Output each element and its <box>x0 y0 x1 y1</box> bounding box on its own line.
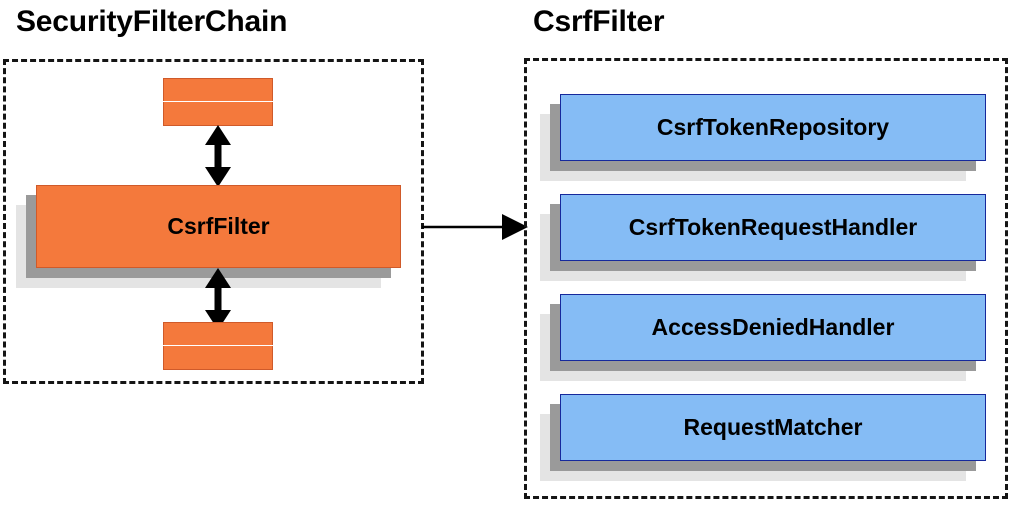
collaborator-request-matcher[interactable]: RequestMatcher <box>540 394 986 481</box>
collaborator-label-csrf-token-request-handler: CsrfTokenRequestHandler <box>628 214 918 240</box>
csrf-filter-box[interactable]: CsrfFilter <box>16 185 401 288</box>
upper-chain-link-double-arrow <box>205 125 231 187</box>
collaborator-csrf-token-request-handler[interactable]: CsrfTokenRequestHandler <box>540 194 986 281</box>
csrf-filter-box-face: CsrfFilter <box>36 185 401 268</box>
csrf-filter-box-label: CsrfFilter <box>167 213 270 239</box>
collaborator-label-request-matcher: RequestMatcher <box>683 414 863 440</box>
collaborator-access-denied-handler[interactable]: AccessDeniedHandler <box>540 294 986 381</box>
panel-title-csrf-filter: CsrfFilter <box>533 5 665 38</box>
collaborator-label-csrf-token-repository: CsrfTokenRepository <box>656 114 890 140</box>
upper-filter-bar-2 <box>163 102 273 126</box>
lower-chain-link-double-arrow <box>205 268 231 330</box>
panel-csrf-filter <box>524 58 1008 499</box>
collaborator-face: AccessDeniedHandler <box>560 294 986 361</box>
collaborator-label-access-denied-handler: AccessDeniedHandler <box>651 314 895 340</box>
panel-title-security-filter-chain: SecurityFilterChain <box>16 5 288 38</box>
collaborator-csrf-token-repository[interactable]: CsrfTokenRepository <box>540 94 986 181</box>
lower-filter-bar-1 <box>163 322 273 345</box>
upper-filter-bar-1 <box>163 78 273 101</box>
lower-filter-bar-2 <box>163 346 273 370</box>
expansion-arrow <box>422 214 528 240</box>
collaborator-face: CsrfTokenRequestHandler <box>560 194 986 261</box>
panel-security-filter-chain <box>3 59 424 384</box>
collaborator-face: RequestMatcher <box>560 394 986 461</box>
collaborator-face: CsrfTokenRepository <box>560 94 986 161</box>
